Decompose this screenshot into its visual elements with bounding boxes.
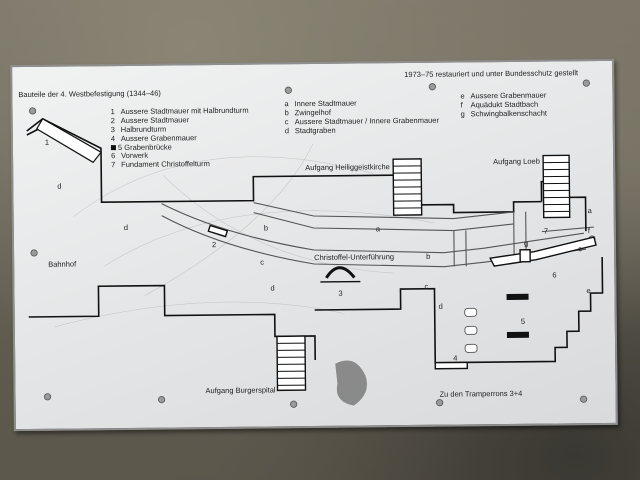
wall-2-block <box>207 224 229 238</box>
marker-f1: f <box>587 226 591 236</box>
black-square-icon <box>110 145 116 151</box>
screw-icon <box>436 399 444 407</box>
marker-d1: d <box>57 181 62 191</box>
information-plate: Bauteile der 4. Westbefestigung (1344–46… <box>10 58 618 432</box>
screw-icon <box>290 400 298 408</box>
graffiti-mark <box>335 360 367 406</box>
wall-bands <box>161 202 594 268</box>
plate-title: Bauteile der 4. Westbefestigung (1344–46… <box>18 88 161 100</box>
marker-b1: b <box>263 223 269 233</box>
legend-item-5: 5 Grabenbrücke <box>110 142 249 152</box>
wall-4-block <box>434 361 469 370</box>
marker-5: 5 <box>520 316 526 326</box>
label-perrons: Zu den Tramperrons 3+4 <box>439 388 523 399</box>
label-heiliggeist: Aufgang Heiliggeistkirche <box>305 162 390 173</box>
marker-3: 3 <box>338 288 343 298</box>
marker-c2: c <box>424 281 429 291</box>
scratches <box>54 143 434 327</box>
plate-note: 1973–75 restauriert und unter Bundesschu… <box>404 68 579 80</box>
stairs-heiliggeist-icon <box>392 158 423 216</box>
lower-boundary <box>28 180 604 364</box>
shaft-g-icon <box>519 249 531 263</box>
marker-g1: g <box>523 238 529 248</box>
marker-d4: d <box>438 301 443 311</box>
screw-icon <box>158 396 166 404</box>
marker-1: 1 <box>44 137 50 147</box>
marker-b2: b <box>426 251 431 261</box>
label-unterfuehrung: Christoffel-Unterführung <box>314 252 395 262</box>
marker-d3: d <box>270 283 275 293</box>
screw-icon <box>284 86 292 94</box>
stairs-burgerspital-icon <box>276 335 307 392</box>
screw-icon <box>30 249 38 257</box>
marker-a2: a <box>587 206 592 216</box>
marker-e1: e <box>586 286 591 296</box>
stairs-loeb-icon <box>542 154 571 219</box>
marker-4: 4 <box>453 353 458 363</box>
marker-a1: a <box>375 224 381 234</box>
marker-2: 2 <box>211 240 217 250</box>
tower-3 <box>320 266 361 283</box>
label-burgerspital: Aufgang Burgerspital <box>205 385 276 396</box>
screw-icon <box>43 393 52 401</box>
tower-1-wall <box>35 118 102 164</box>
marker-c1: c <box>260 257 264 267</box>
bridge-5-bars <box>506 293 529 338</box>
marker-c3: c <box>578 244 582 254</box>
pillar-blocks <box>464 307 478 353</box>
vorwerk-6-outline <box>489 236 597 267</box>
label-loeb: Aufgang Loeb <box>493 156 540 167</box>
plate-screws <box>28 79 596 408</box>
label-bahnhof: Bahnhof <box>48 259 77 269</box>
screw-icon <box>428 83 436 91</box>
screw-icon <box>28 107 37 115</box>
fortification-map <box>26 79 604 408</box>
marker-d2: d <box>123 222 129 232</box>
marker-6: 6 <box>552 270 557 280</box>
screw-icon <box>582 79 590 87</box>
marker-7: 7 <box>543 226 549 236</box>
screw-icon <box>580 395 588 403</box>
